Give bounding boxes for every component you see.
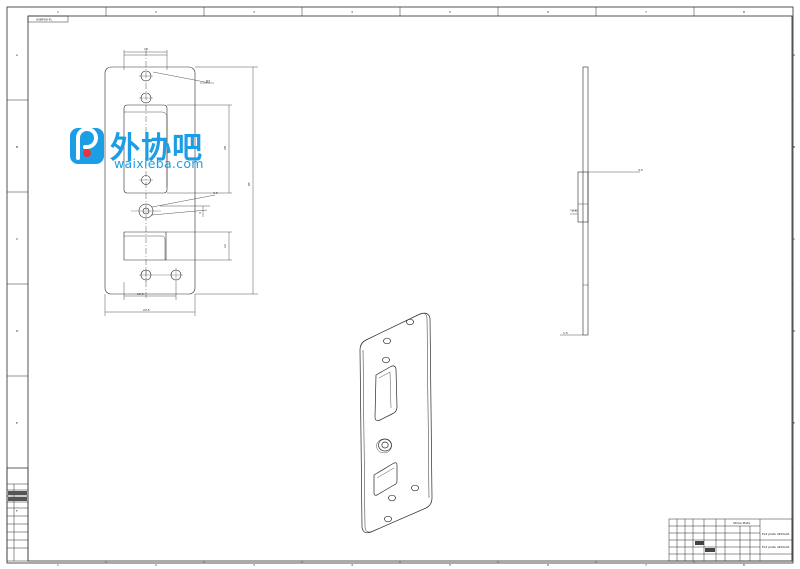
svg-text:B: B: [16, 145, 18, 149]
isometric-view: [359, 312, 433, 534]
revision-table: [6, 467, 29, 562]
svg-text:12.5: 12.5: [137, 292, 144, 296]
svg-text:3: 3: [253, 563, 255, 567]
svg-text:A: A: [793, 53, 796, 57]
svg-text:7: 7: [645, 563, 647, 567]
svg-text:12: 12: [223, 244, 227, 248]
title-block: [668, 518, 793, 562]
svg-text:A: A: [16, 53, 19, 57]
iso-plate-edge: [419, 312, 430, 499]
svg-text:2: 2: [155, 563, 157, 567]
side-view-dimensions: 3.5 2.5 1.5: [563, 168, 643, 335]
svg-text:1: 1: [57, 10, 59, 14]
svg-text:D: D: [16, 329, 19, 333]
part-name: Strike Plate: [733, 521, 750, 525]
front-view: [104, 50, 258, 316]
svg-text:28: 28: [223, 146, 227, 150]
iso-ring-inner: [381, 441, 389, 449]
drawing-number: Fe3 plate AE2G/01: [762, 532, 790, 536]
svg-text:6: 6: [547, 563, 549, 567]
svg-text:18: 18: [144, 47, 148, 51]
side-view: [560, 66, 640, 336]
svg-text:D: D: [793, 329, 796, 333]
svg-text:F: F: [16, 509, 18, 513]
svg-text:4: 4: [351, 10, 353, 14]
svg-text:C: C: [16, 237, 18, 241]
waixieba-logo-icon: [70, 127, 104, 164]
svg-text:C: C: [793, 237, 795, 241]
svg-text:E: E: [793, 421, 795, 425]
svg-text:B: B: [793, 145, 795, 149]
svg-text:1: 1: [57, 563, 59, 567]
svg-text:E: E: [16, 421, 18, 425]
svg-text:8: 8: [743, 563, 745, 567]
iso-hole-4: [388, 494, 396, 502]
plate-outline: [104, 66, 196, 295]
stamp-box: [27, 15, 69, 23]
top-zone-ticks: [7, 7, 793, 563]
zone-labels: 1 2 3 4 5 6 7 8 1 2 3 4 5 6 7 8 A B C D …: [16, 10, 796, 567]
svg-text:95: 95: [247, 182, 251, 186]
svg-text:R3: R3: [206, 79, 210, 83]
svg-text:4: 4: [198, 212, 202, 214]
svg-text:3.5: 3.5: [213, 191, 218, 195]
iso-lower-window: [373, 462, 398, 496]
svg-text:1.5: 1.5: [563, 331, 568, 335]
iso-hole-6: [384, 515, 392, 523]
svg-text:7: 7: [645, 10, 647, 14]
svg-text:6: 6: [547, 10, 549, 14]
iso-hole-5: [411, 484, 419, 492]
title-block-text: Strike Plate Fe3 plate AE2G/01 Fe3 plate…: [733, 521, 790, 549]
svg-text:4: 4: [351, 563, 353, 567]
iso-hole-2: [383, 337, 391, 345]
iso-hole-1: [406, 318, 414, 326]
svg-text:8: 8: [743, 10, 745, 14]
iso-plate-outline: [359, 312, 433, 534]
svg-text:3.5: 3.5: [638, 168, 643, 172]
watermark-brand-cn: 外协吧: [110, 131, 203, 166]
watermark-logo: 外协吧 waixieba.com: [70, 127, 204, 171]
svg-text:24.5: 24.5: [143, 308, 150, 312]
stamp-text: ASBP00-FL: [36, 18, 52, 22]
front-view-dimensions: 18 R3 28 95 3.5 4 12 12.5 24.5: [137, 47, 251, 312]
svg-text:5: 5: [449, 563, 451, 567]
svg-text:2: 2: [155, 10, 157, 14]
svg-text:3: 3: [253, 10, 255, 14]
sheet-inner-border: [27, 15, 793, 562]
sheet-outer-border: [6, 6, 794, 564]
watermark-brand-url: waixieba.com: [114, 156, 204, 171]
drawing-number-2: Fe3 plate AE2G/01: [762, 545, 790, 549]
iso-hole-3: [382, 356, 390, 364]
iso-upper-window: [374, 365, 398, 421]
side-strip: [582, 66, 589, 336]
iso-ring-outer: [378, 438, 392, 452]
side-tab: [577, 171, 589, 223]
svg-text:2.5: 2.5: [572, 209, 577, 213]
svg-text:5: 5: [449, 10, 451, 14]
